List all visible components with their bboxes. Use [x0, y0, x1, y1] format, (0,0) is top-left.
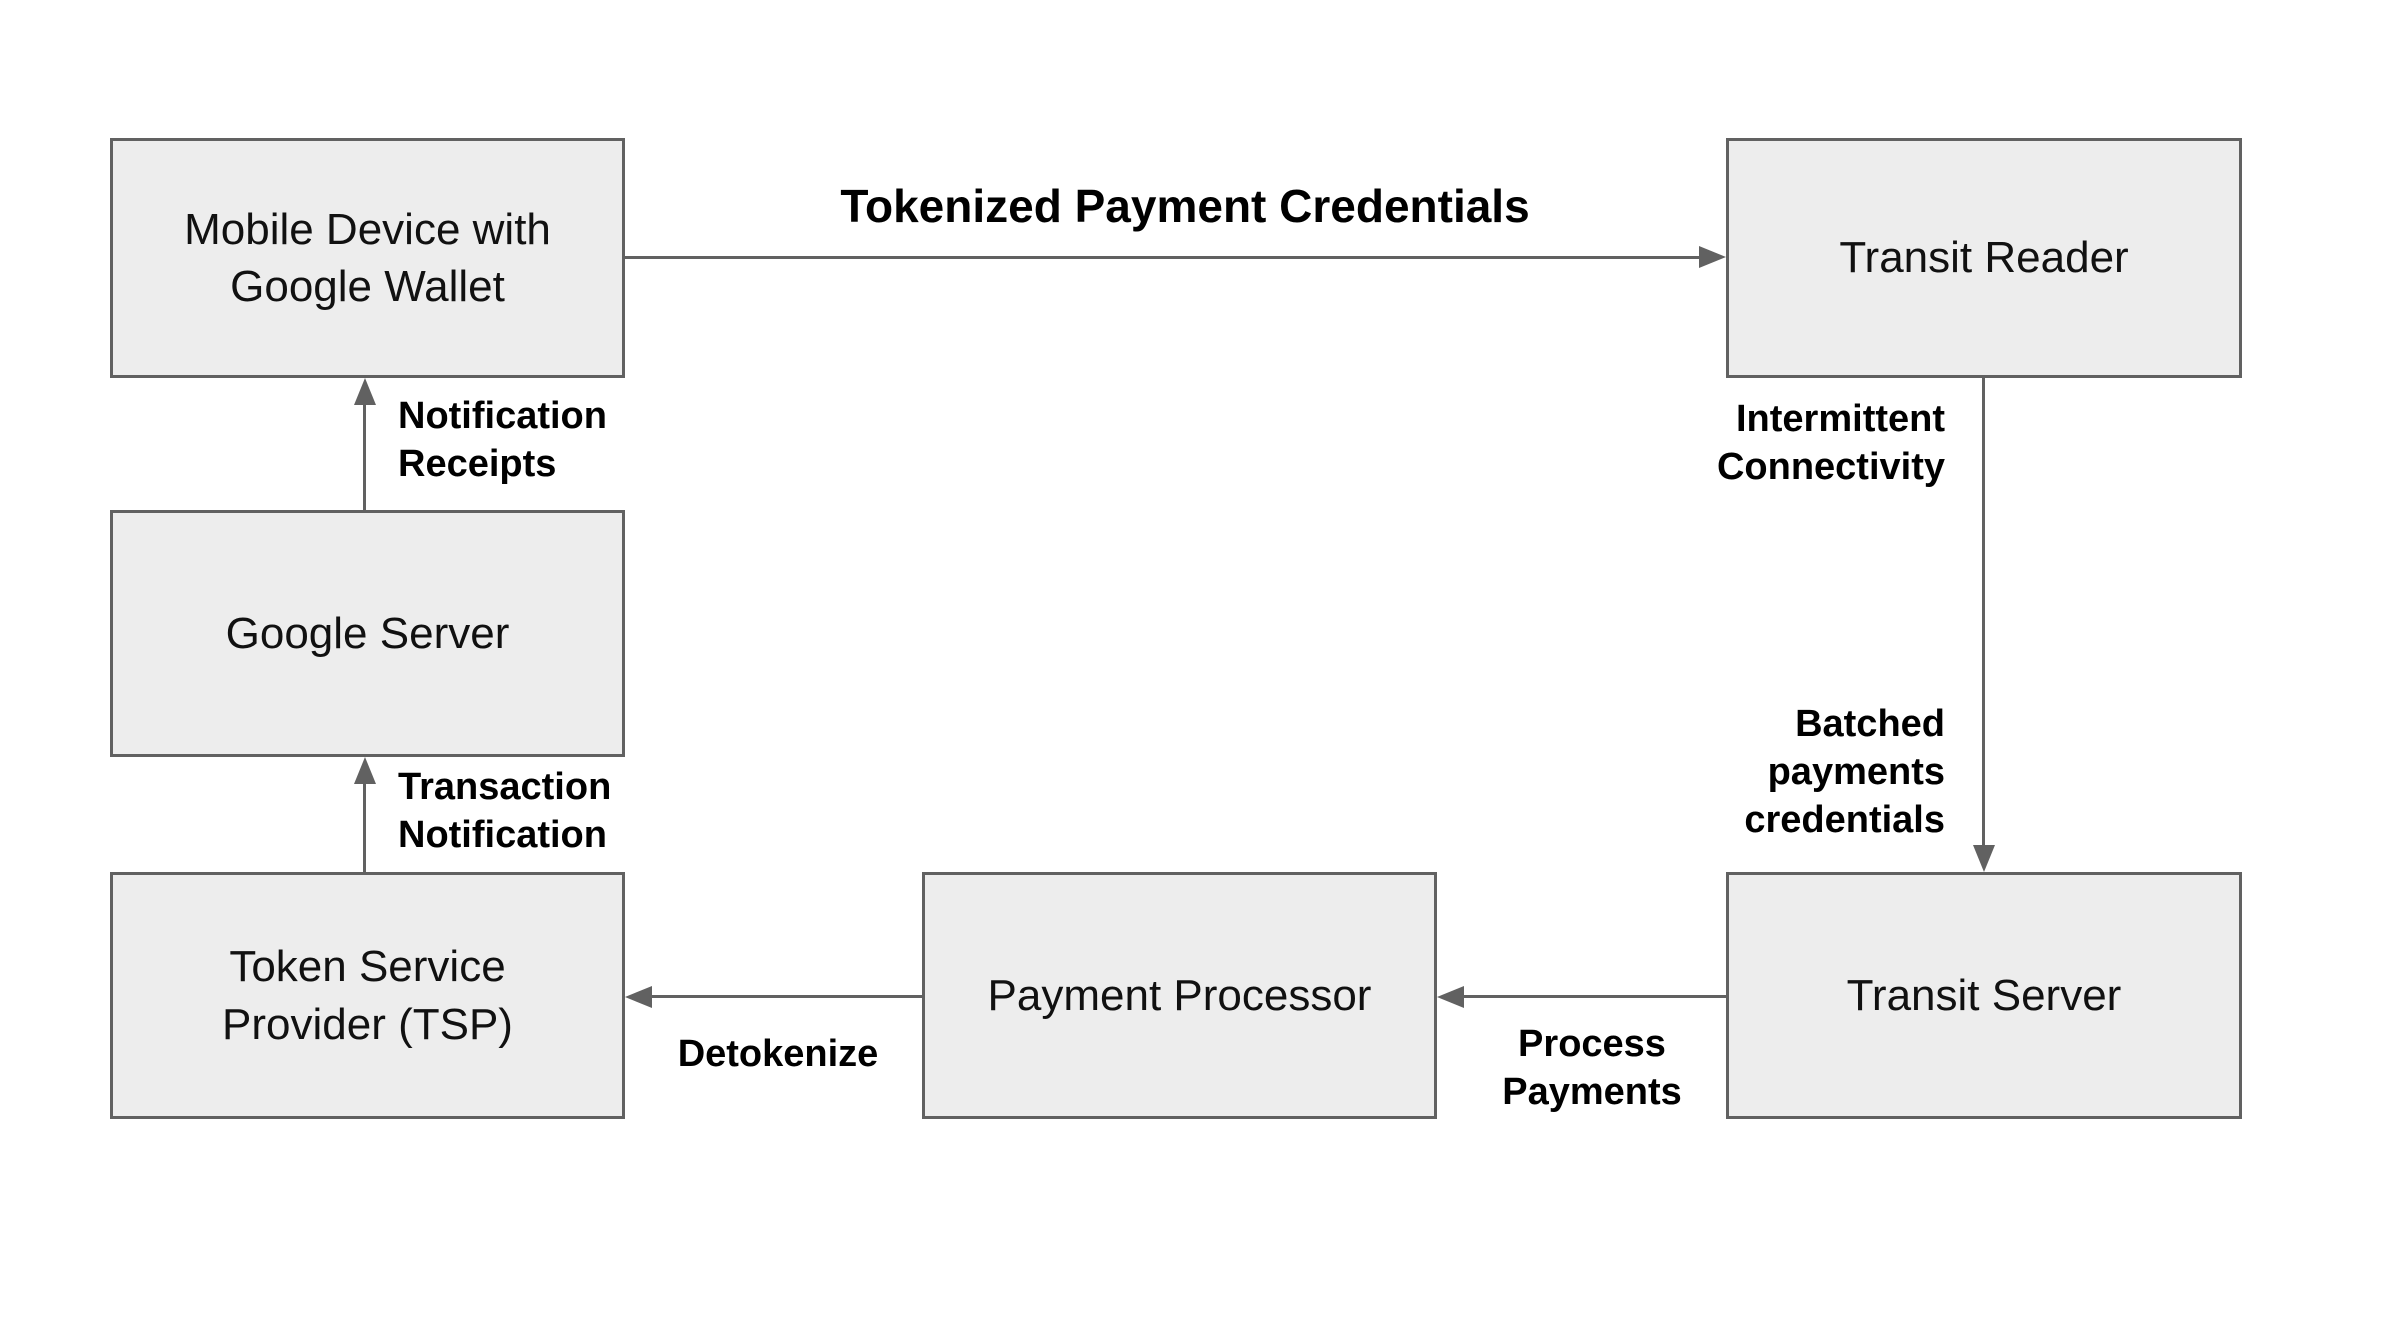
edge-label-tokenized-payment-credentials: Tokenized Payment Credentials: [840, 180, 1530, 232]
arrow-process-payments-line: [1463, 995, 1726, 998]
edge-label-transaction-notification: Transaction Notification: [398, 766, 612, 856]
node-transit-reader: Transit Reader: [1726, 138, 2242, 378]
node-google-server: Google Server: [110, 510, 625, 757]
arrow-transaction-notification-head-icon: [354, 757, 376, 784]
arrow-batched-payments-head-icon: [1973, 845, 1995, 872]
node-transit-server: Transit Server: [1726, 872, 2242, 1119]
node-mobile-device-google-wallet: Mobile Device with Google Wallet: [110, 138, 625, 378]
edge-label-batched-payments-credentials: Batched payments credentials: [1744, 703, 1945, 841]
arrow-notification-receipts-line: [363, 402, 366, 510]
edge-label-detokenize: Detokenize: [677, 1033, 879, 1075]
arrow-batched-payments-line: [1982, 378, 1985, 846]
edge-label-process-payments: Process Payments: [1502, 1023, 1682, 1113]
arrow-process-payments-head-icon: [1437, 986, 1464, 1008]
arrow-tokenized-line: [625, 256, 1703, 259]
arrow-detokenize-head-icon: [625, 986, 652, 1008]
node-payment-processor: Payment Processor: [922, 872, 1437, 1119]
edge-label-intermittent-connectivity: Intermittent Connectivity: [1716, 398, 1945, 488]
arrow-notification-receipts-head-icon: [354, 378, 376, 405]
edge-label-notification-receipts: Notification Receipts: [398, 395, 607, 485]
arrow-detokenize-line: [651, 995, 922, 998]
arrow-transaction-notification-line: [363, 781, 366, 872]
node-token-service-provider: Token Service Provider (TSP): [110, 872, 625, 1119]
arrow-tokenized-head-icon: [1699, 246, 1726, 268]
